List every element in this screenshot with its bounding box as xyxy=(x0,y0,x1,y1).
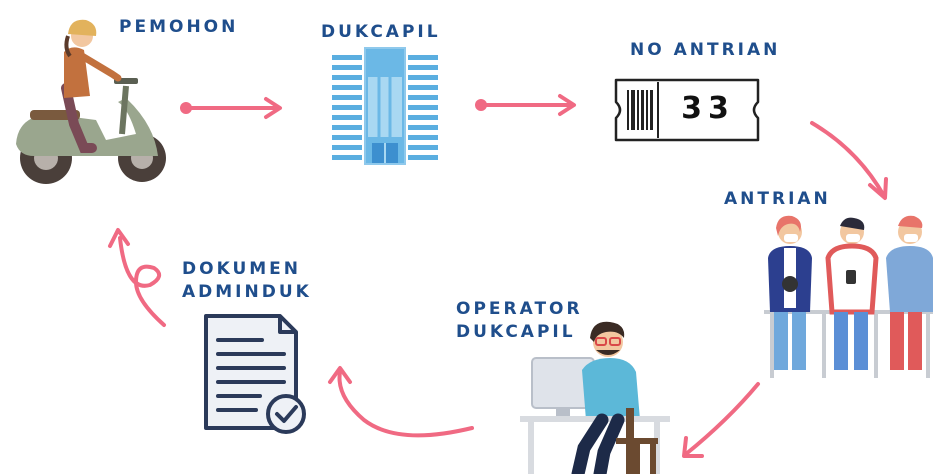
arrow-start-dot xyxy=(180,102,192,114)
label-no-antrian: NO ANTRIAN xyxy=(630,40,781,60)
arrow-start-dot xyxy=(475,99,487,111)
arrow-no-antrian-to-antrian xyxy=(810,121,888,200)
queue-people-illustration xyxy=(764,215,933,378)
label-pemohon: PEMOHON xyxy=(119,17,239,37)
document-check-icon xyxy=(204,314,306,434)
label-dokumen-line2: ADMINDUK xyxy=(182,282,312,302)
arrow-dukcapil-to-no-antrian xyxy=(482,94,576,116)
operator-at-desk-illustration xyxy=(520,321,670,474)
label-operator-line1: OPERATOR xyxy=(456,299,583,319)
arrow-pemohon-to-dukcapil xyxy=(188,97,282,119)
arrow-antrian-to-operator xyxy=(682,382,760,458)
arrow-dokumen-to-pemohon xyxy=(108,228,166,327)
label-dukcapil: DUKCAPIL xyxy=(321,22,441,42)
label-dokumen-line1: DOKUMEN xyxy=(182,259,301,279)
building-icon xyxy=(328,47,442,165)
scooter-rider-illustration xyxy=(16,19,166,184)
ticket-icon xyxy=(614,78,760,142)
label-antrian: ANTRIAN xyxy=(724,189,831,209)
ticket-number: 33 xyxy=(681,91,735,126)
label-operator-line2: DUKCAPIL xyxy=(456,322,576,342)
arrow-operator-to-dokumen xyxy=(328,366,474,438)
